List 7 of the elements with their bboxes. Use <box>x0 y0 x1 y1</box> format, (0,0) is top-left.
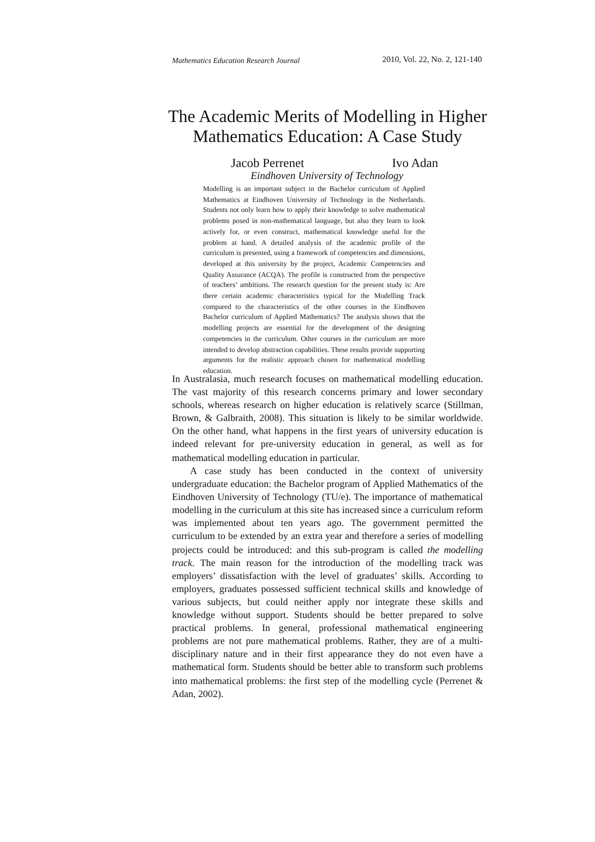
article-title: The Academic Merits of Modelling in Higher Mathematics Education: A Case Study <box>167 106 488 146</box>
body-paragraph: In Australasia, much research focuses on mathematical modelling education. The vast majority of this research concerns primary and lower secondary schools, whereas research on higher education is relatively scarce (Stillman, Brown, & Galbraith, 2008). This situation is likely to be similar worldwide. On the other hand, what happens in the first years of university education is indeed relevant for pre-university education in general, as well as for mathematical modelling education in particular. <box>172 374 483 465</box>
citation: 2010, Vol. 22, No. 2, 121-140 <box>382 55 482 64</box>
author-name: Jacob Perrenet <box>231 156 304 171</box>
author-name: Ivo Adan <box>392 156 438 171</box>
affiliation: Eindhoven University of Technology <box>250 171 404 182</box>
body-paragraph: A case study has been conducted in the context of university undergraduate education: the Bachelor program of Applied Mathematics of the Eindhoven University of Technology (TU/e). The importance of mathematical modelling in the curriculum at this site has increased since a curriculum reform was implemented about ten years ago. The government permitted the curriculum to be extended by an extra year and therefore a series of modelling projects could be introduced: and this sub-program is called the modelling track. The main reason for the introduction of the modelling track was employers’ dissatisfaction with the level of graduates’ skills. According to employers, graduates possessed sufficient technical skills and knowledge of various subjects, but could neither apply nor integrate these skills and knowledge without support. Students should be better prepared to solve practical problems. In general, professional mathematical engineering problems are not pure mathematical problems. Rather, they are of a multi-disciplinary nature and in their first appearance they do not even have a mathematical form. Students should be better able to transform such problems into mathematical problems: the first step of the modelling cycle (Perrenet & Adan, 2002). <box>172 465 483 701</box>
